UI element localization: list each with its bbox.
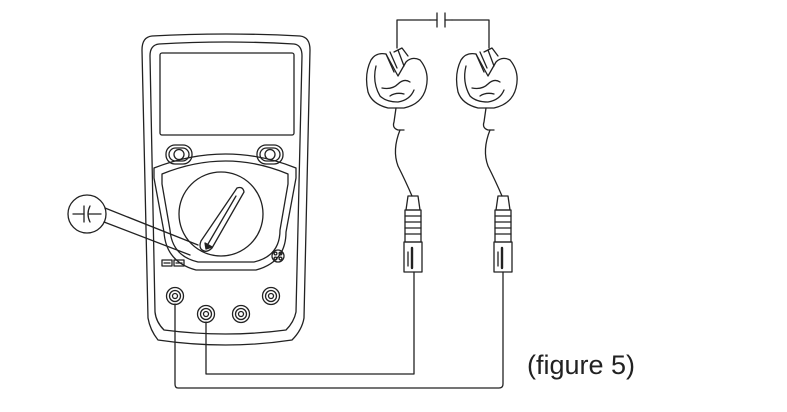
dial-pointer-bar	[200, 188, 244, 252]
lead-right-cable-lower	[175, 272, 503, 388]
lead-left-cable-lower	[206, 272, 414, 374]
capacitance-range-callout	[68, 195, 198, 255]
alligator-clip-right	[457, 48, 518, 130]
input-jack-1[interactable]	[167, 288, 184, 305]
capacitor-under-test	[397, 13, 489, 48]
banana-plug-left	[404, 196, 422, 272]
rotary-selector-dial[interactable]	[179, 172, 263, 256]
input-jack-3[interactable]	[233, 306, 250, 323]
left-function-button[interactable]	[166, 145, 192, 164]
lead-right-cable-upper	[485, 130, 502, 196]
meter-outer-case	[142, 34, 310, 345]
lcd-display	[160, 53, 294, 135]
meter-inner-case	[150, 42, 302, 334]
dial-recess-inner	[162, 161, 288, 262]
test-lead-right	[175, 130, 512, 388]
callout-leader-upper	[105, 208, 198, 245]
multimeter	[142, 34, 310, 345]
lead-left-cable-upper	[395, 130, 412, 196]
speaker-grille-icon	[272, 250, 284, 262]
input-jack-4[interactable]	[263, 288, 280, 305]
input-jack-2[interactable]	[198, 306, 215, 323]
figure-caption: (figure 5)	[527, 350, 636, 380]
alligator-clip-left	[367, 48, 428, 130]
callout-leader-lower	[104, 222, 190, 255]
indicator-labels	[162, 260, 184, 266]
clip-right-tail	[484, 108, 495, 130]
dial-pointer-inner	[208, 196, 236, 244]
right-function-button[interactable]	[257, 145, 283, 164]
clip-left-tail	[394, 108, 405, 130]
banana-plug-right	[494, 196, 512, 272]
dial-pointer-arrow-icon	[205, 243, 212, 249]
test-lead-left	[206, 130, 422, 374]
